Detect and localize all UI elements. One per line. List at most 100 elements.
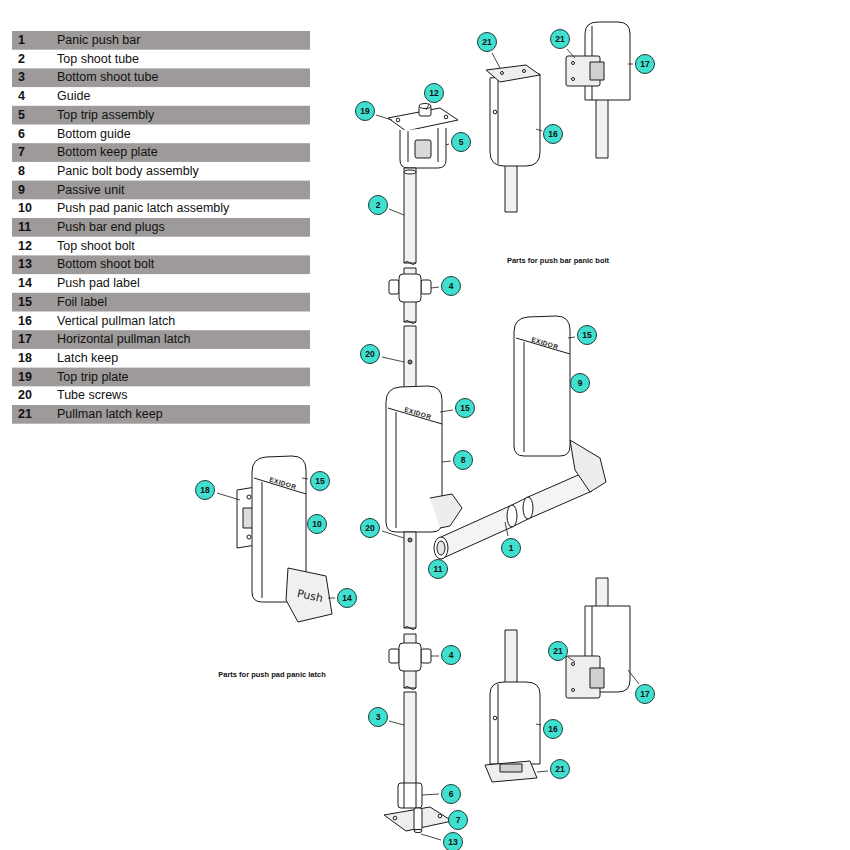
leader-line-shape: [492, 53, 500, 68]
callout-number: 21: [477, 32, 497, 52]
main-assembly-shape: [398, 783, 422, 808]
part-number: 1: [18, 31, 25, 50]
pullman-latch-parts-shape: [501, 72, 504, 75]
part-number: 14: [18, 274, 32, 293]
part-name: Top trip plate: [57, 368, 129, 387]
pullman-latch-parts-shape: [500, 764, 522, 772]
main-assembly-shape: [404, 687, 416, 690]
part-number: 16: [18, 312, 32, 331]
part-number: 17: [18, 330, 32, 349]
leader-line-shape: [389, 209, 404, 215]
caption: Parts for push pad panic latch: [218, 670, 326, 679]
main-assembly-shape: [414, 808, 422, 830]
leader-line-shape: [426, 104, 429, 110]
part-name: Top trip assembly: [57, 106, 154, 125]
main-assembly-shape: [408, 538, 412, 542]
callout-number: 5: [451, 132, 471, 152]
table-row-shading-shape: [12, 368, 310, 387]
main-assembly-shape: [408, 360, 412, 364]
main-assembly-shape: [437, 541, 445, 555]
callout-number: 6: [441, 784, 461, 804]
main-assembly-shape: [404, 783, 416, 808]
pullman-latch-parts-shape: [590, 62, 604, 80]
callout-number: 17: [635, 54, 655, 74]
main-assembly-shape: [404, 321, 416, 324]
callout-number: 4: [441, 645, 461, 665]
leader-line-shape: [536, 129, 542, 131]
leader-line-shape: [568, 337, 575, 338]
callout-number: 21: [550, 759, 570, 779]
leader-line-shape: [536, 724, 541, 725]
pullman-latch-parts-shape: [572, 78, 575, 81]
part-number: 15: [18, 293, 32, 312]
main-assembly-shape: [404, 326, 416, 390]
main-assembly-shape: [514, 316, 570, 456]
part-name: Bottom shoot bolt: [57, 255, 154, 274]
part-number: 19: [18, 368, 32, 387]
leader-line-shape: [440, 410, 453, 412]
main-assembly-shape: [384, 807, 452, 831]
part-name: Bottom shoot tube: [57, 68, 158, 87]
main-assembly-shape: [438, 814, 442, 818]
callout-number: 21: [550, 29, 570, 49]
part-name: Guide: [57, 87, 90, 106]
pullman-latch-parts-shape: [498, 684, 499, 764]
pullman-latch-parts-shape: [572, 689, 575, 692]
callout-number: 14: [337, 588, 357, 608]
part-number: 3: [18, 68, 25, 87]
part-name: Latch keep: [57, 349, 118, 368]
main-assembly-shape: [415, 140, 431, 158]
callout-number: 10: [307, 514, 327, 534]
part-number: 20: [18, 386, 32, 405]
callout-number: 13: [443, 832, 463, 850]
callout-number: 20: [360, 344, 380, 364]
pullman-latch-parts-shape: [572, 663, 575, 666]
part-number: 13: [18, 255, 32, 274]
part-name: Panic push bar: [57, 31, 140, 50]
part-name: Pullman latch keep: [57, 405, 163, 424]
callout-number: 21: [548, 641, 568, 661]
part-name: Tube screws: [57, 386, 127, 405]
pullman-latch-parts-shape: [493, 716, 497, 720]
part-name: Foil label: [57, 293, 107, 312]
callout-number: 2: [368, 195, 388, 215]
main-assembly-shape: [414, 829, 422, 832]
main-assembly-shape: [523, 497, 533, 519]
pullman-latch-parts-shape: [596, 96, 608, 158]
part-number: 2: [18, 50, 25, 69]
pullman-latch-parts: [485, 22, 630, 782]
leader-line-shape: [376, 115, 392, 120]
part-number: 4: [18, 87, 25, 106]
main-assembly-shape: [444, 115, 448, 119]
main-assembly-shape: [404, 168, 416, 263]
part-name: Vertical pullman latch: [57, 312, 175, 331]
leader-line-shape: [628, 64, 633, 65]
table-row-shading-shape: [12, 181, 310, 200]
leader-line-shape: [568, 657, 575, 662]
table-row-shading-shape: [12, 218, 310, 237]
main-assembly: [384, 104, 606, 833]
table-row-shading-shape: [12, 143, 310, 162]
main-assembly-shape: [386, 386, 442, 532]
part-number: 6: [18, 125, 25, 144]
callout-number: 3: [368, 707, 388, 727]
pullman-latch-parts-shape: [490, 74, 540, 166]
push-pad-latch: [237, 456, 332, 622]
part-name: Push pad panic latch assembly: [57, 199, 229, 218]
table-row-shading-shape: [12, 255, 310, 274]
part-name: Horizontal pullman latch: [57, 330, 190, 349]
leader-line-shape: [537, 771, 548, 772]
brand-label: EXIDOR: [404, 406, 433, 421]
leader-line-shape: [431, 656, 439, 657]
callout-number: 4: [441, 276, 461, 296]
pad-label: Push: [296, 587, 324, 605]
part-number: 12: [18, 237, 32, 256]
main-assembly-shape: [393, 816, 397, 820]
part-name: Push bar end plugs: [57, 218, 165, 237]
main-assembly-shape: [434, 537, 448, 559]
main-assembly-shape: [389, 280, 399, 294]
pullman-latch-parts-shape: [486, 65, 540, 82]
main-assembly-shape: [399, 643, 421, 671]
pullman-latch-parts-shape: [485, 761, 537, 782]
